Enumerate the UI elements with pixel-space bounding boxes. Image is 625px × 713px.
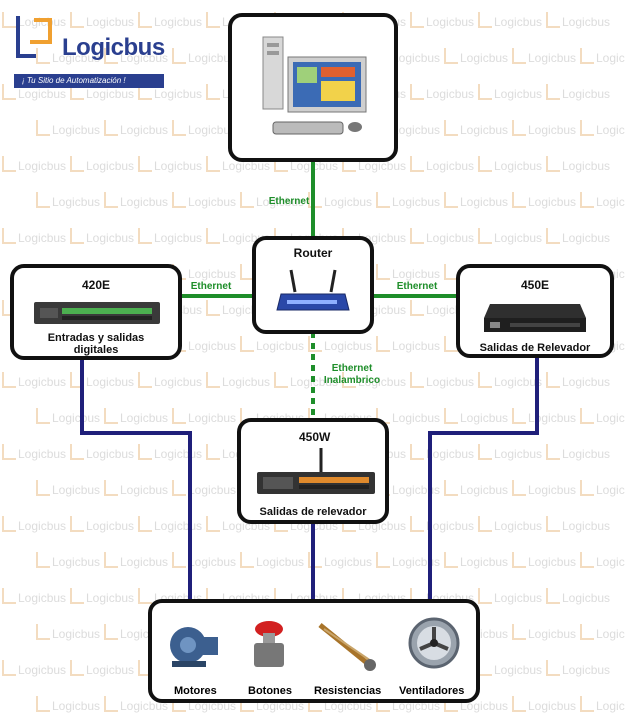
logo-tagline: ¡ Tu Sitio de Automatización ! <box>14 74 164 88</box>
load-label-resistencias: Resistencias <box>314 685 382 697</box>
load-label-motores: Motores <box>174 685 217 697</box>
label-router-420e: Ethernet <box>190 281 232 292</box>
router-node: Router <box>252 236 374 334</box>
device-450e-caption: Salidas de Relevador <box>479 342 591 354</box>
device-450e-label: 450E <box>520 278 550 292</box>
load-label-botones: Botones <box>248 685 292 697</box>
load-label-ventiladores: Ventiladores <box>399 685 465 697</box>
logo-mark-icon <box>16 16 52 58</box>
device-420e-caption: Entradas y salidas digitales <box>47 332 145 356</box>
device-450e-node: 450E Salidas de Relevador <box>456 264 614 358</box>
label-router-450w: Ethernet Inalambrico <box>323 363 381 386</box>
pc-node <box>228 13 398 162</box>
label-router-450e: Ethernet <box>396 281 438 292</box>
logo-text: Logicbus <box>62 34 165 61</box>
device-450w-node: 450W Salidas de relevador <box>237 418 389 524</box>
router-label: Router <box>293 246 333 260</box>
wireless-relay-module-icon <box>257 448 375 494</box>
resistance-icon <box>318 623 376 671</box>
label-pc-router: Ethernet <box>268 196 310 207</box>
link-420e-loads <box>80 355 192 600</box>
loads-node: Motores Botones Resistencias Ventiladore… <box>148 599 480 703</box>
router-icon <box>276 269 350 311</box>
device-450w-caption: Salidas de relevador <box>259 506 367 518</box>
device-420e-label: 420E <box>81 278 111 292</box>
link-450e-loads <box>428 355 539 600</box>
computer-icon <box>262 36 367 135</box>
fan-icon <box>408 617 460 669</box>
button-icon <box>254 621 284 667</box>
motor-icon <box>170 627 218 667</box>
device-420e-node: 420E Entradas y salidas digitales <box>10 264 182 360</box>
io-module-icon <box>34 302 160 324</box>
relay-module-icon <box>484 304 586 332</box>
device-450w-label: 450W <box>299 430 331 444</box>
